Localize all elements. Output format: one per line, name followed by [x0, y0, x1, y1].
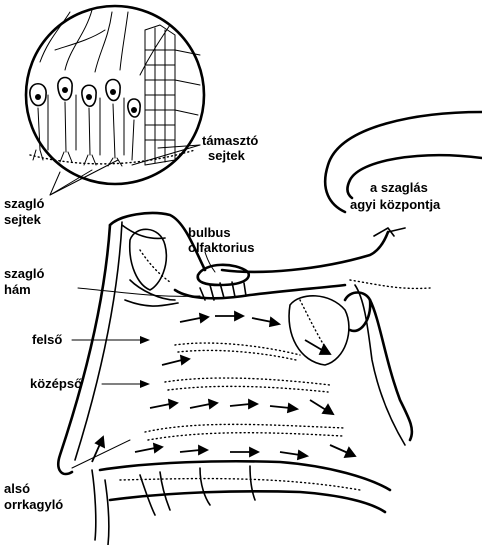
- label-middle-turbinate: középső: [30, 376, 82, 391]
- label-olfactory-epithelium-line1: szagló: [4, 266, 45, 281]
- epithelium-magnified-circle: [26, 6, 204, 184]
- label-receptor-cells-line1: szagló: [4, 196, 45, 211]
- label-olfactory-bulb-line2: olfaktorius: [188, 240, 254, 255]
- inferior-turbinate: [145, 424, 345, 432]
- middle-turbinate: [165, 378, 330, 385]
- label-olfactory-bulb-line1: bulbus: [188, 225, 231, 240]
- olfactory-bulb: [198, 265, 249, 285]
- label-supporting-cells-line2: sejtek: [208, 148, 246, 163]
- label-superior-turbinate: felső: [32, 332, 62, 347]
- label-brain-center-line2: agyi központja: [350, 197, 441, 212]
- label-supporting-cells-line1: támasztó: [202, 133, 258, 148]
- label-brain-center-line1: a szaglás: [370, 180, 428, 195]
- label-olfactory-epithelium-line2: hám: [4, 282, 31, 297]
- superior-turbinate: [175, 343, 300, 355]
- nasal-cavity-section: [58, 213, 430, 545]
- label-receptor-cells-line2: sejtek: [4, 212, 42, 227]
- label-inferior-turbinate-line1: alsó: [4, 481, 30, 496]
- label-inferior-turbinate-line2: orrkagyló: [4, 497, 63, 512]
